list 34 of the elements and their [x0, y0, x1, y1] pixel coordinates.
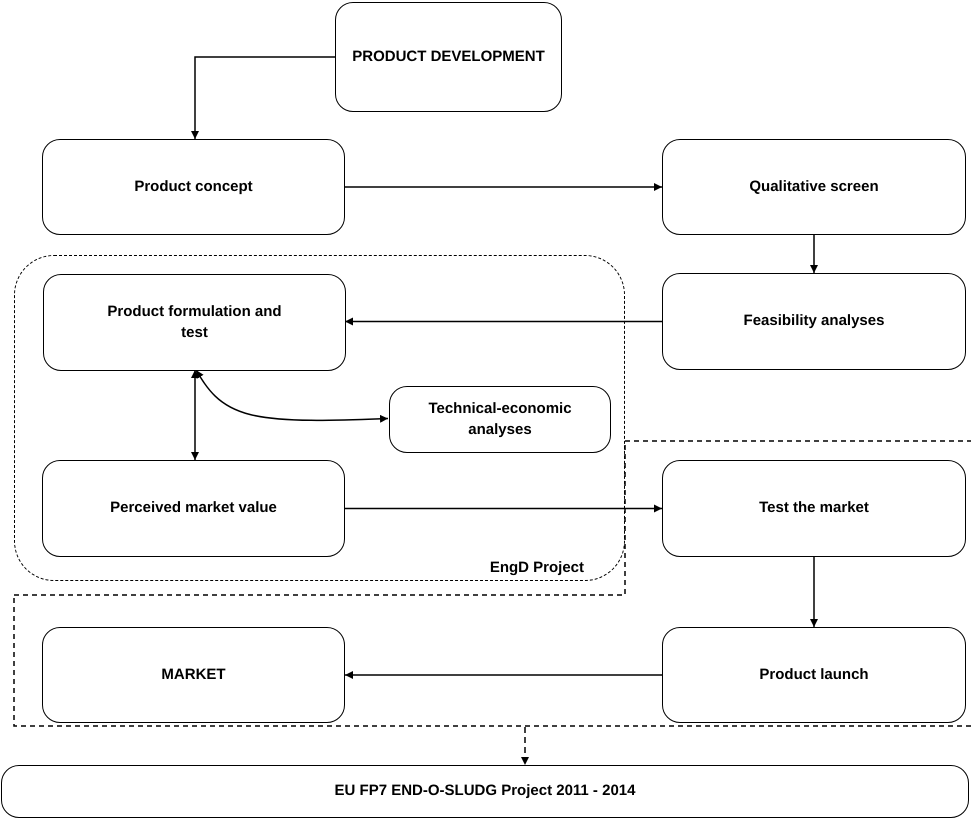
box-label: Test the market	[758, 498, 870, 518]
process-box	[662, 460, 966, 557]
arrow	[810, 235, 818, 273]
box-label: EU FP7 END-O-SLUDG Project 2011 - 2014	[334, 781, 636, 802]
process-box	[662, 273, 966, 370]
box-label: Technical-economic analyses	[427, 399, 573, 440]
process-box	[662, 139, 966, 235]
arrow	[345, 183, 662, 191]
dashed-group-boundary	[14, 255, 625, 581]
process-box	[42, 139, 345, 235]
double-arrow	[195, 370, 388, 423]
arrow	[345, 504, 662, 512]
process-box	[43, 274, 346, 371]
arrow	[191, 56, 335, 139]
box-label: Product concept	[133, 176, 254, 197]
box-label: Perceived market value	[109, 498, 278, 518]
arrow	[810, 557, 818, 627]
process-box	[42, 627, 345, 723]
box-label: Feasibility analyses	[742, 311, 886, 332]
process-box	[389, 386, 611, 453]
process-box	[662, 627, 966, 723]
group-label: EngD Project	[490, 558, 584, 578]
arrow	[345, 671, 662, 679]
double-arrow	[191, 370, 199, 460]
arrow	[521, 727, 529, 765]
box-label: PRODUCT DEVELOPMENT	[351, 46, 546, 67]
process-box	[335, 2, 562, 112]
box-label: Qualitative screen	[748, 176, 880, 197]
box-label: Product launch	[758, 664, 870, 685]
process-box	[42, 460, 345, 557]
box-label: MARKET	[160, 664, 227, 685]
box-label: Product formulation and test	[106, 302, 283, 342]
arrow	[345, 318, 662, 326]
process-box	[1, 765, 969, 818]
